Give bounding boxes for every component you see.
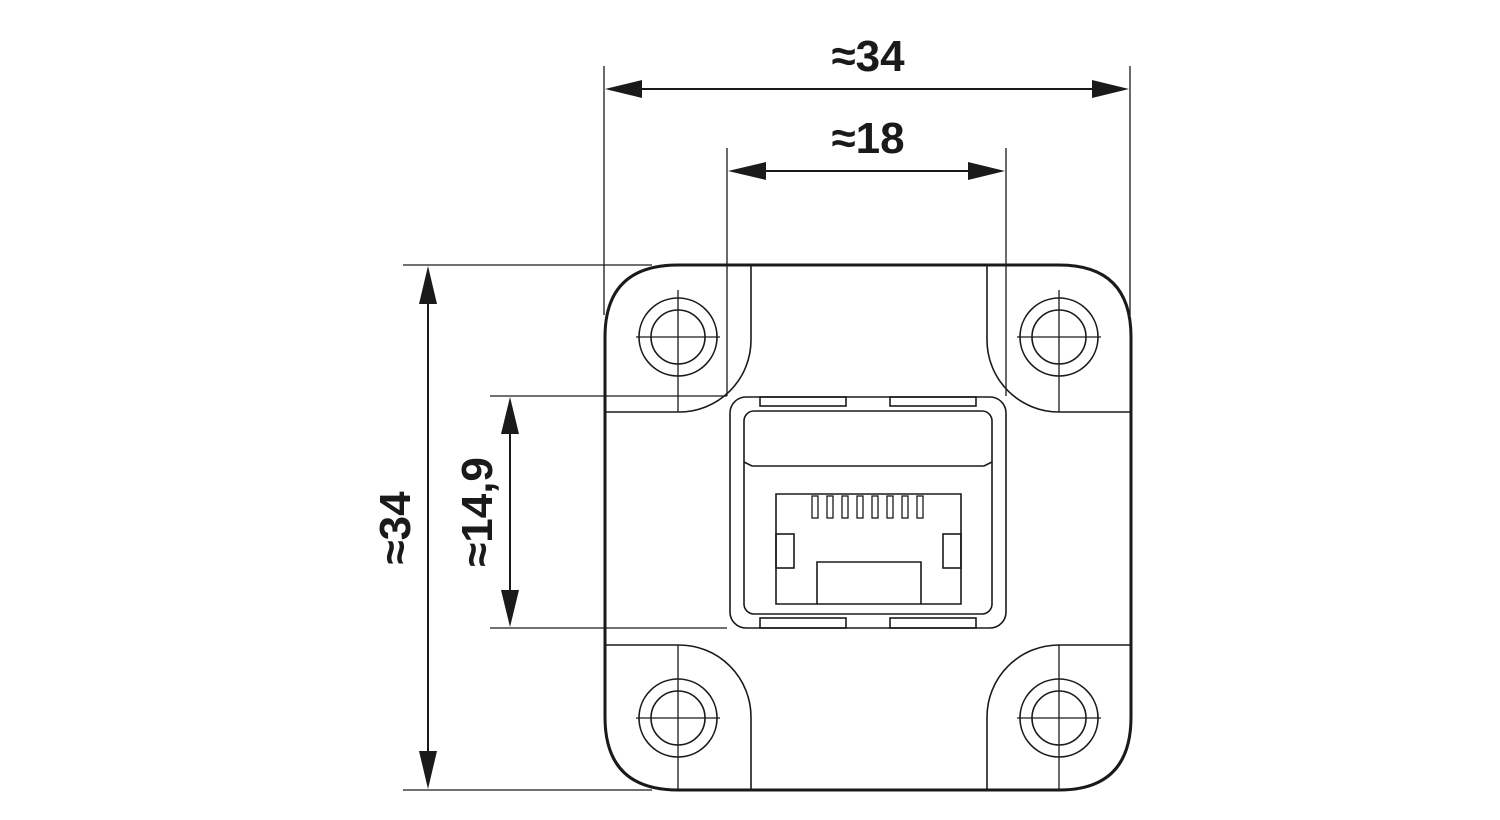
corner-pad-top-right [986, 265, 1131, 413]
corner-pad-bottom-right [986, 644, 1131, 790]
extension-lines [403, 66, 1131, 791]
socket-side-notch [775, 533, 795, 569]
latch-tab [759, 617, 847, 629]
dimension-label-overall-width: ≈34 [831, 32, 905, 81]
corner-pad-bottom-left [605, 644, 752, 790]
socket-side-notch [942, 533, 962, 569]
dimension-inner-width: ≈18 [728, 114, 1005, 180]
corner-pads [605, 265, 1131, 790]
dimension-label-jack-height: ≈14,9 [453, 457, 502, 567]
dimension-label-overall-height: ≈34 [371, 491, 420, 565]
rj45-jack [729, 396, 1007, 629]
dimension-overall-width: ≈34 [605, 32, 1129, 98]
dimension-label-inner-width: ≈18 [831, 114, 904, 163]
corner-pad-top-left [605, 265, 752, 413]
dimension-jack-height: ≈14,9 [453, 397, 519, 627]
mounting-hole-top-right [1017, 290, 1101, 412]
flange-outline [603, 263, 1133, 792]
jack-top-band [743, 461, 993, 467]
latch-tab [759, 396, 847, 407]
latch-tab [889, 396, 977, 407]
mounting-hole-bottom-left [636, 645, 720, 790]
mounting-hole-top-left [636, 290, 720, 412]
jack-inner-frame [743, 410, 993, 615]
latch-tab [889, 617, 977, 629]
mounting-hole-bottom-right [1017, 645, 1101, 790]
dimension-overall-height: ≈34 [371, 266, 437, 789]
socket-opening [775, 493, 962, 605]
jack-outer-frame [729, 396, 1007, 629]
contact-pins [811, 495, 924, 519]
